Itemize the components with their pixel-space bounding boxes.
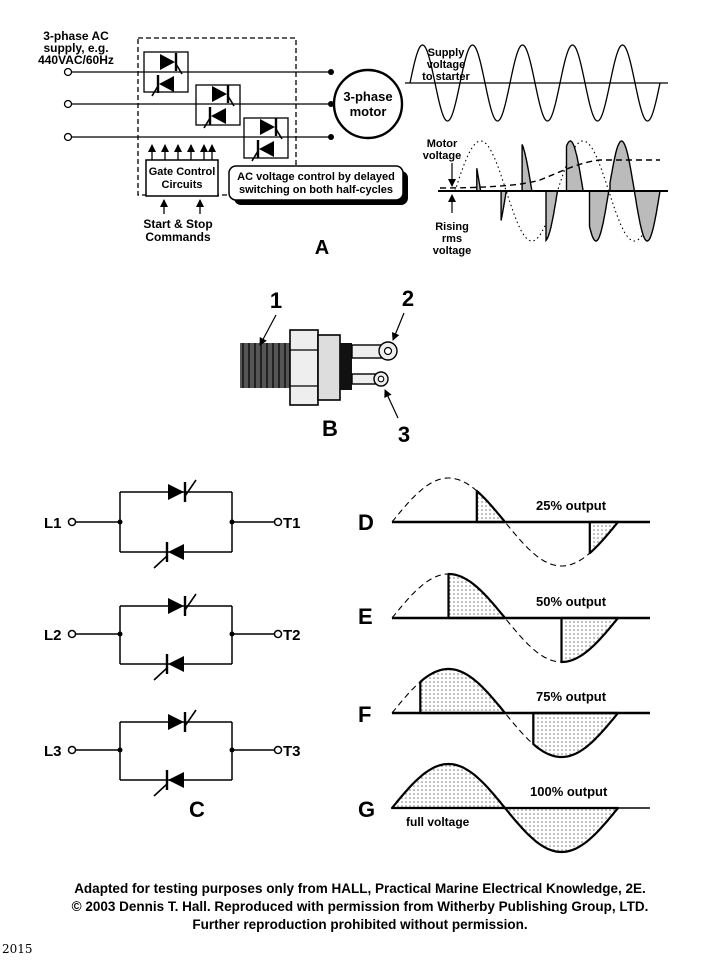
label-t1: T1	[283, 515, 301, 532]
negative-conduction-area	[532, 711, 620, 759]
line-l2-circuit: L2 T2	[44, 593, 301, 681]
panel-b-letter: B	[322, 416, 338, 441]
footer-line-1: Adapted for testing purposes only from H…	[74, 881, 646, 896]
panel-b: 1 2 3 B	[240, 286, 414, 447]
negative-conduction-area	[503, 806, 620, 854]
motor-label-2: motor	[350, 104, 387, 119]
waveform-g: G 100% output full voltage	[358, 762, 650, 854]
positive-conduction-area	[475, 489, 507, 524]
figure-canvas: 3-phase AC supply, e.g. 440VAC/60Hz	[38, 29, 668, 854]
ac-note-2: switching on both half-cycles	[239, 184, 393, 196]
motor-voltage-pulse	[500, 190, 508, 221]
supply-label-2: supply, e.g.	[43, 41, 108, 55]
thyristor-forward	[168, 593, 197, 616]
thyristor-pair-3	[243, 116, 289, 163]
motor-voltage-label-2: voltage	[423, 150, 462, 162]
motor-voltage-pulse	[609, 140, 636, 192]
ac-note-box: AC voltage control by delayed switching …	[228, 165, 408, 205]
supply-voltage-wave	[409, 44, 661, 122]
gate-label-1: Gate Control	[149, 166, 216, 178]
motor-voltage-pulse	[476, 168, 482, 192]
line-l1-circuit: L1 T1	[44, 479, 301, 569]
thyristor-reverse	[153, 770, 184, 797]
negative-conduction-area	[560, 616, 620, 664]
thyristor-reverse	[153, 654, 184, 681]
callout-3: 3	[398, 422, 410, 447]
positive-conduction-area	[447, 572, 507, 620]
supply-label-1: 3-phase AC	[43, 29, 109, 43]
positive-conduction-area	[390, 762, 507, 810]
footer-line-2: © 2003 Dennis T. Hall. Reproduced with p…	[71, 899, 649, 914]
supply-label-3: 440VAC/60Hz	[38, 53, 114, 67]
callout-2-arrow	[391, 312, 405, 341]
motor-voltage-pulse	[588, 190, 610, 242]
label-d: 25% output	[536, 498, 607, 513]
panel-c: L1 T1 L2 T2	[44, 479, 301, 822]
gate-label-2: Circuits	[162, 179, 203, 191]
ac-note-1: AC voltage control by delayed	[237, 171, 395, 183]
motor-voltage-pulse	[633, 190, 661, 242]
waveform-e: E 50% output	[358, 572, 650, 664]
supply-voltage-label-3: to starter	[422, 71, 470, 83]
line-l3-circuit: L3 T3	[44, 709, 301, 797]
thyristor-reverse	[153, 542, 184, 569]
callout-1-arrow	[259, 314, 277, 346]
gate-arrows	[148, 144, 216, 214]
motor-voltage-pulse	[545, 190, 559, 243]
waveform-panels: D 25% output E 50% output F 75% output G…	[358, 477, 650, 854]
label-e: 50% output	[536, 594, 607, 609]
waveform-d: D 25% output	[358, 477, 650, 567]
thyristor-stud-device	[240, 329, 398, 406]
thyristor-forward	[168, 709, 197, 732]
rising-label-2: rms	[442, 233, 462, 245]
year-mark: 2015	[2, 942, 33, 956]
supply-voltage-label-2: voltage	[427, 59, 466, 71]
rising-label-3: voltage	[433, 245, 472, 257]
waveform-f: F 75% output	[358, 667, 650, 759]
motor-terminals	[328, 69, 334, 140]
letter-f: F	[358, 702, 371, 727]
reference-sine	[391, 477, 619, 567]
thyristor-pair-1	[143, 51, 189, 98]
panel-c-letter: C	[189, 797, 205, 822]
thyristor-forward	[168, 479, 197, 502]
label-g: 100% output	[530, 784, 608, 799]
thyristor-pair-2	[195, 83, 241, 130]
motor-voltage-label-1: Motor	[427, 138, 458, 150]
motor-voltage-wave	[454, 140, 661, 243]
letter-g: G	[358, 797, 375, 822]
label-l1: L1	[44, 515, 62, 532]
motor-voltage-pulse	[565, 140, 584, 192]
motor-symbol: 3-phase motor	[332, 68, 404, 140]
copyright-footer: Adapted for testing purposes only from H…	[0, 880, 720, 934]
label-f: 75% output	[536, 689, 607, 704]
panel-a-letter: A	[315, 237, 329, 259]
gate-control-box: Gate Control Circuits	[145, 159, 219, 197]
positive-conduction-area	[419, 667, 507, 715]
letter-d: D	[358, 510, 374, 535]
commands-label-2: Commands	[145, 230, 211, 244]
callout-1: 1	[270, 288, 282, 313]
negative-conduction-area	[588, 520, 620, 555]
commands-label-1: Start & Stop	[143, 217, 212, 231]
label-l3: L3	[44, 743, 62, 760]
label-l2: L2	[44, 627, 62, 644]
rising-label-1: Rising	[435, 221, 469, 233]
supply-lines	[63, 37, 330, 196]
full-voltage-note: full voltage	[406, 815, 470, 829]
label-t3: T3	[283, 743, 301, 760]
motor-label-1: 3-phase	[343, 89, 392, 104]
callout-2: 2	[402, 286, 414, 311]
letter-e: E	[358, 604, 373, 629]
label-t2: T2	[283, 627, 301, 644]
panel-a: 3-phase AC supply, e.g. 440VAC/60Hz	[38, 29, 668, 259]
supply-voltage-label-1: Supply	[428, 47, 466, 59]
callout-3-arrow	[384, 389, 399, 419]
rms-voltage-curve	[439, 159, 660, 189]
footer-line-3: Further reproduction prohibited without …	[192, 917, 528, 932]
